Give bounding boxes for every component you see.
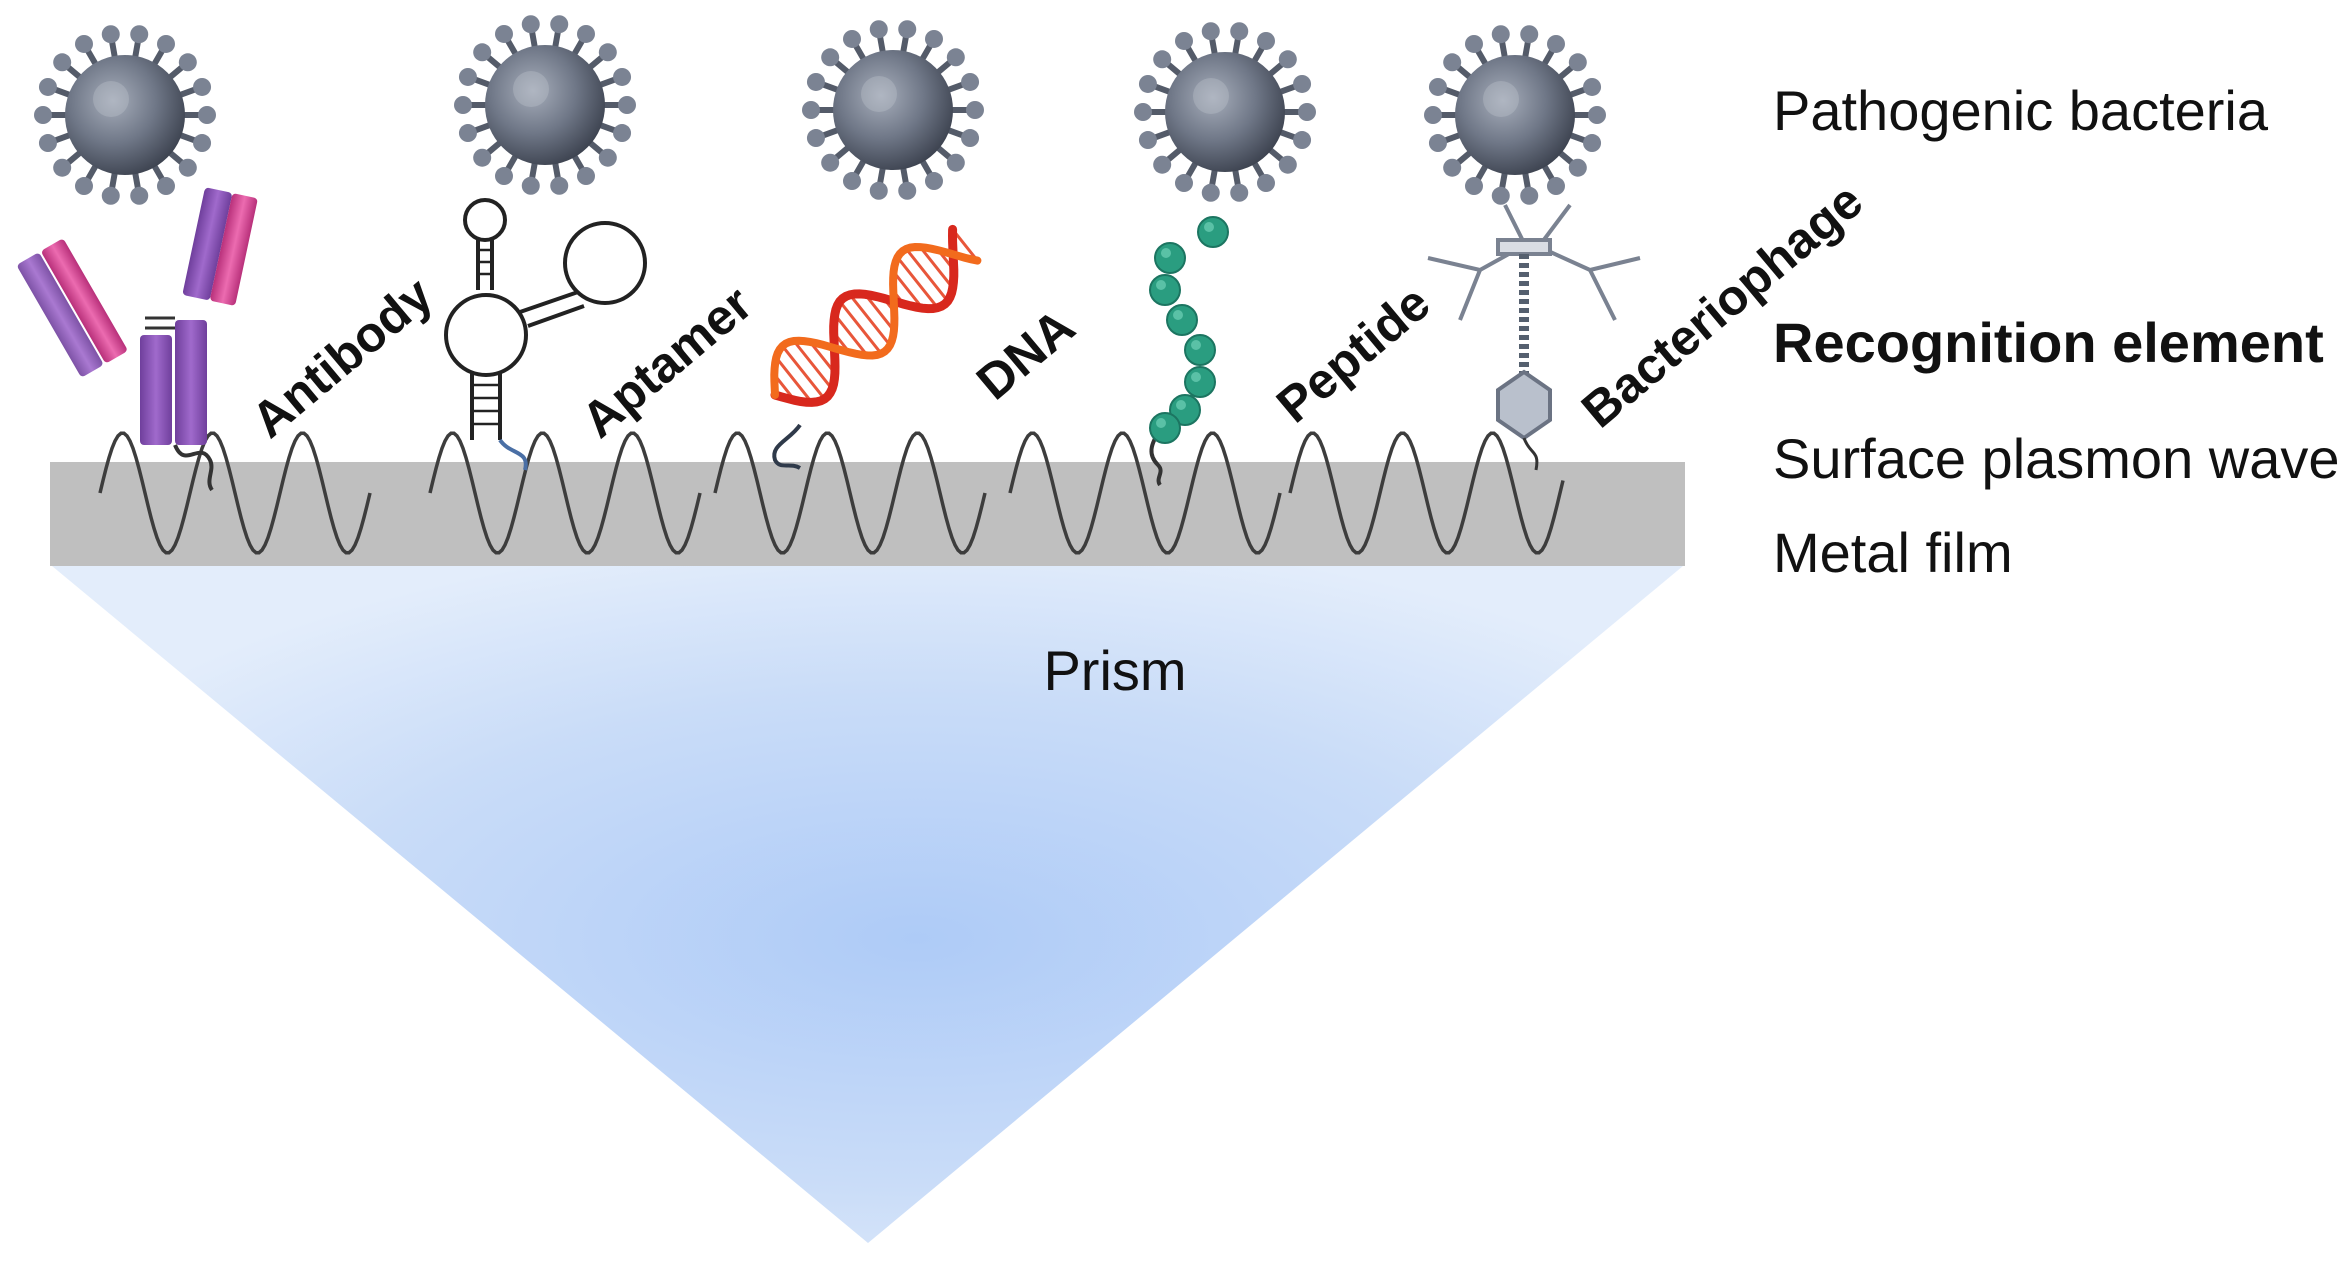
bacteria-icon — [454, 15, 636, 195]
peptide-icon — [1149, 216, 1229, 487]
element-label-dna: DNA — [966, 298, 1085, 411]
bacteria-group — [34, 15, 1606, 205]
bacteria-icon — [1134, 22, 1316, 202]
bacteria-icon — [1424, 25, 1606, 205]
element-label-bacteriophage: Bacteriophage — [1571, 172, 1873, 438]
pathogen-label: Pathogenic bacteria — [1773, 79, 2269, 142]
prism — [52, 566, 1683, 1243]
element-label-antibody: Antibody — [241, 266, 443, 448]
antibody-icon — [17, 187, 258, 492]
prism-label: Prism — [1043, 639, 1186, 702]
element-label-peptide: Peptide — [1266, 274, 1440, 433]
dna-icon — [770, 224, 982, 470]
aptamer-icon — [444, 198, 647, 471]
surface-plasmon-wave — [98, 431, 1565, 555]
metal-film-label: Metal film — [1773, 521, 2013, 584]
recognition-element-label: Recognition element — [1773, 311, 2324, 374]
bacteriophage-icon — [1427, 203, 1641, 471]
surface-plasmon-wave-label: Surface plasmon wave — [1773, 427, 2340, 490]
bacteria-icon — [34, 25, 216, 205]
bacteria-icon — [802, 20, 984, 200]
